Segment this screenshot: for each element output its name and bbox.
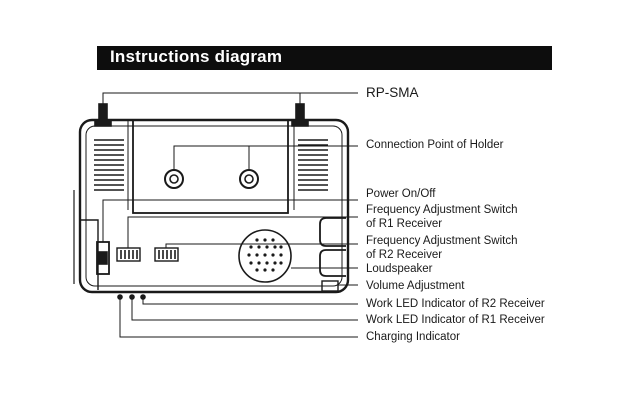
callout-freq-r2-line2: of R2 Receiver [366, 249, 443, 261]
antenna-left [94, 103, 112, 127]
callout-volume: Volume Adjustment [366, 280, 465, 292]
callout-freq-r1-line2: of R1 Receiver [366, 218, 443, 230]
callout-charging: Charging Indicator [366, 331, 460, 343]
callout-freq-r1-line1: Frequency Adjustment Switch [366, 204, 518, 216]
loudspeaker-grille [238, 229, 292, 283]
volume-knob [321, 280, 339, 292]
callout-power: Power On/Off [366, 188, 436, 200]
callout-led-r1: Work LED Indicator of R1 Receiver [366, 314, 545, 326]
holder-plate [132, 119, 289, 214]
callout-holder: Connection Point of Holder [366, 139, 504, 151]
callout-rp-sma: RP-SMA [366, 85, 419, 100]
callout-freq-r2-line1: Frequency Adjustment Switch [366, 235, 518, 247]
led-indicators [117, 294, 146, 300]
callout-loudspeaker: Loudspeaker [366, 263, 433, 275]
antenna-right [291, 103, 309, 127]
title-bar: Instructions diagram [97, 46, 552, 70]
diagram-title: Instructions diagram [110, 47, 283, 66]
callout-led-r2: Work LED Indicator of R2 Receiver [366, 298, 545, 310]
holder-connection-points [164, 169, 259, 189]
